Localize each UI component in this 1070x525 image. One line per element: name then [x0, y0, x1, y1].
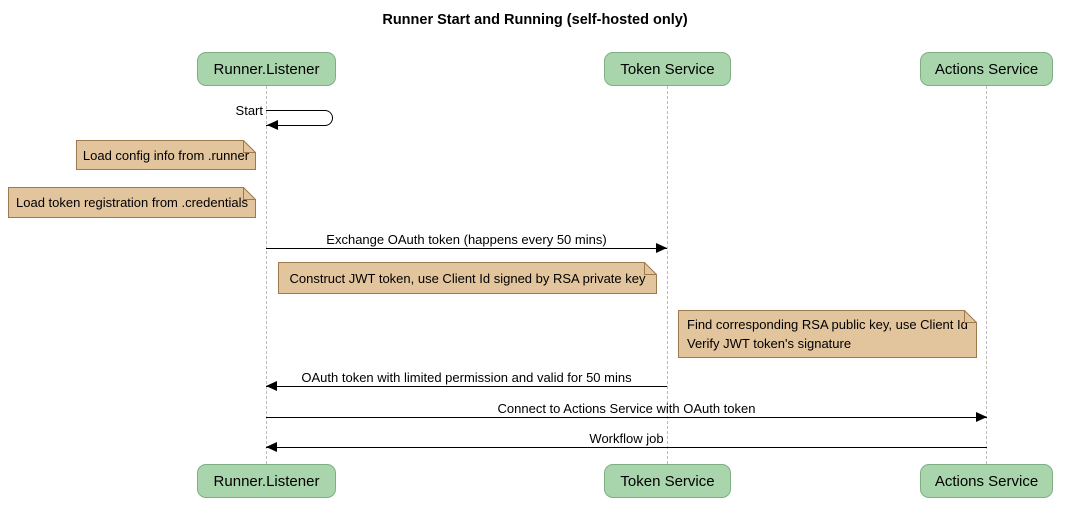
- arrowhead-left-icon: [266, 381, 277, 391]
- lifeline-runner-listener: [266, 86, 267, 464]
- note-fold-corner-icon: [243, 140, 256, 153]
- lifeline-actions-service: [986, 86, 987, 464]
- arrowhead-right-icon: [976, 412, 987, 422]
- arrowhead-left-icon: [266, 442, 277, 452]
- participant-label: Token Service: [620, 60, 715, 78]
- message-line: [266, 248, 667, 249]
- participant-actions-service-top: Actions Service: [920, 52, 1053, 86]
- note-text-line1: Find corresponding RSA public key, use C…: [687, 317, 968, 332]
- participant-label: Actions Service: [934, 472, 1039, 490]
- note-text: Construct JWT token, use Client Id signe…: [289, 270, 646, 286]
- participant-token-service-bottom: Token Service: [604, 464, 731, 498]
- note-text-line2: Verify JWT token's signature: [687, 336, 852, 351]
- participant-actions-service-bottom: Actions Service: [920, 464, 1053, 498]
- message-workflow-job-label: Workflow job: [589, 431, 664, 446]
- self-message-start-label: Start: [235, 103, 263, 118]
- participant-token-service-top: Token Service: [604, 52, 731, 86]
- arrowhead-left-icon: [267, 120, 278, 130]
- message-exchange-oauth-label: Exchange OAuth token (happens every 50 m…: [326, 232, 607, 247]
- note-load-config: Load config info from .runner: [76, 140, 256, 170]
- diagram-title: Runner Start and Running (self-hosted on…: [382, 12, 688, 28]
- lifeline-token-service: [667, 86, 668, 464]
- participant-label: Runner.Listener: [213, 472, 320, 490]
- note-fold-corner-icon: [243, 187, 256, 200]
- note-load-token-registration: Load token registration from .credential…: [8, 187, 256, 218]
- participant-runner-listener-bottom: Runner.Listener: [197, 464, 336, 498]
- participant-label: Runner.Listener: [213, 60, 320, 78]
- participant-label: Actions Service: [934, 60, 1039, 78]
- note-fold-corner-icon: [964, 310, 977, 323]
- participant-label: Token Service: [620, 472, 715, 490]
- note-construct-jwt: Construct JWT token, use Client Id signe…: [278, 262, 657, 294]
- note-text: Load token registration from .credential…: [16, 195, 248, 210]
- message-line: [266, 447, 987, 448]
- participant-runner-listener-top: Runner.Listener: [197, 52, 336, 86]
- note-fold-corner-icon: [644, 262, 657, 275]
- arrowhead-right-icon: [656, 243, 667, 253]
- note-find-rsa-verify-jwt: Find corresponding RSA public key, use C…: [678, 310, 977, 358]
- message-line: [266, 417, 987, 418]
- note-text: Load config info from .runner: [82, 147, 250, 163]
- message-oauth-return-label: OAuth token with limited permission and …: [301, 370, 632, 385]
- self-message-start-loop: [266, 110, 333, 126]
- message-connect-actions-label: Connect to Actions Service with OAuth to…: [497, 401, 756, 416]
- message-line: [266, 386, 667, 387]
